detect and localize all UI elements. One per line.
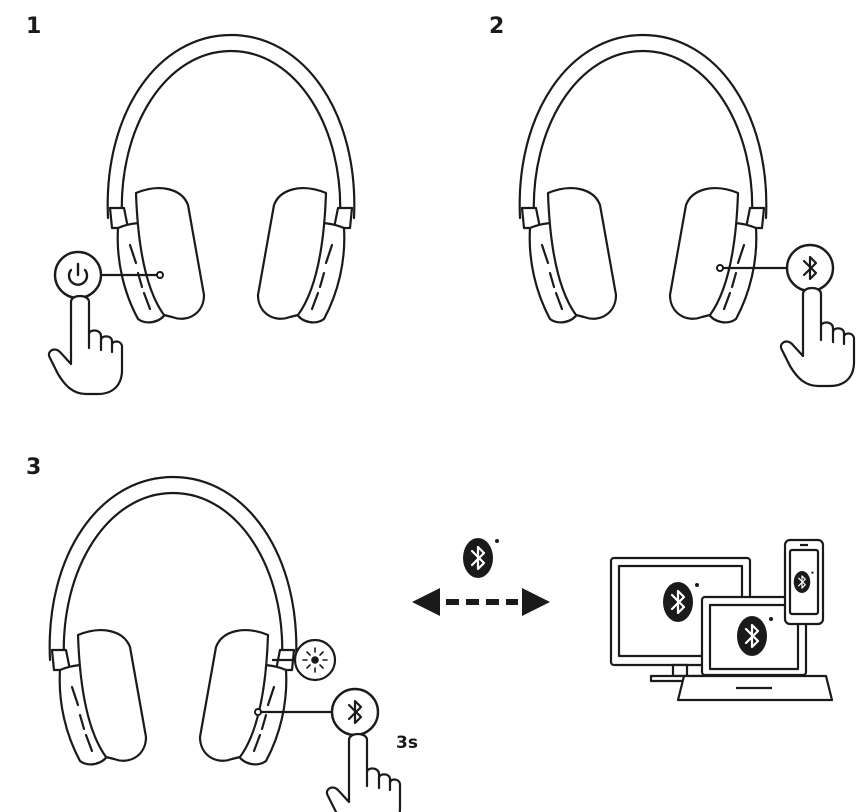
step-2-number: 2 (489, 14, 505, 39)
headphones-step-2 (518, 33, 768, 324)
step-3-number: 3 (26, 455, 42, 480)
hold-duration-label: 3s (396, 733, 418, 753)
devices-group (609, 538, 834, 702)
flashing-led-icon (302, 647, 328, 673)
step-2-illustration (518, 33, 856, 388)
bluetooth-pairing-icon (463, 538, 499, 578)
monitor-icon (609, 556, 752, 683)
step-3-illustration (48, 475, 834, 812)
step-1-number: 1 (26, 14, 42, 39)
laptop-icon (676, 595, 834, 702)
headphones-step-1 (106, 33, 356, 324)
phone-icon (783, 538, 825, 626)
headphones-step-3 (48, 475, 298, 766)
pressing-hand-icon (779, 286, 856, 388)
power-icon (67, 262, 89, 286)
pairing-arrow (412, 588, 550, 616)
step-1-illustration (47, 33, 356, 396)
pressing-hand-icon (47, 294, 124, 396)
pressing-hand-icon (325, 732, 402, 812)
